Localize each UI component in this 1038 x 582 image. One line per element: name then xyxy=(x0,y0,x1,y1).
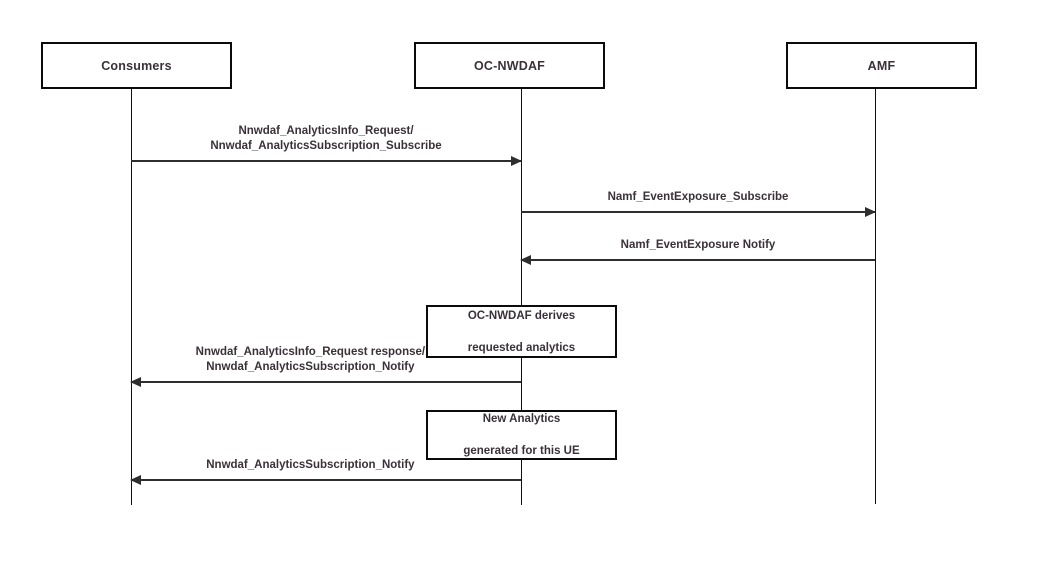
message-label: Namf_EventExposure Notify xyxy=(621,238,776,253)
message-label: Nnwdaf_AnalyticsSubscription_Notify xyxy=(206,458,414,473)
participant-amf-label: AMF xyxy=(867,58,896,73)
lifeline-consumers xyxy=(131,89,132,505)
participant-consumers[interactable]: Consumers xyxy=(41,42,232,89)
note-label-line2: requested analytics xyxy=(467,341,576,354)
note-label: OC-NWDAF derives requested analytics xyxy=(468,292,575,372)
message-label-line2: Nnwdaf_AnalyticsSubscription_Notify xyxy=(206,361,415,373)
message-line xyxy=(131,479,521,481)
arrowhead-left-icon xyxy=(130,475,141,485)
note-new-analytics-generated: New Analytics generated for this UE xyxy=(426,410,617,460)
message-label-line1: Nnwdaf_AnalyticsSubscription_Notify xyxy=(206,459,415,471)
arrowhead-left-icon xyxy=(130,377,141,387)
note-label-line2: generated for this UE xyxy=(463,445,580,457)
note-label-line1: OC-NWDAF derives xyxy=(467,309,576,322)
note-label: New Analytics generated for this UE xyxy=(463,395,579,475)
participant-amf[interactable]: AMF xyxy=(786,42,977,89)
arrowhead-right-icon xyxy=(511,156,522,166)
message-line xyxy=(521,211,875,213)
message-label: Namf_EventExposure_Subscribe xyxy=(608,190,789,205)
message-label-line2: Nnwdaf_AnalyticsSubscription_Subscribe xyxy=(210,140,442,152)
message-label: Nnwdaf_AnalyticsInfo_Request response/ N… xyxy=(196,345,425,375)
message-label-line1: Namf_EventExposure_Subscribe xyxy=(607,191,789,203)
participant-oc-nwdaf[interactable]: OC-NWDAF xyxy=(414,42,605,89)
message-line xyxy=(131,381,521,383)
lifeline-oc-nwdaf xyxy=(521,89,522,505)
arrowhead-left-icon xyxy=(520,255,531,265)
message-line xyxy=(131,160,521,162)
message-label-line1: Nnwdaf_AnalyticsInfo_Request/ xyxy=(238,125,414,137)
message-line xyxy=(521,259,875,261)
note-oc-nwdaf-derives-analytics: OC-NWDAF derives requested analytics xyxy=(426,305,617,358)
participant-consumers-label: Consumers xyxy=(101,58,172,73)
message-label-line1: Nnwdaf_AnalyticsInfo_Request response/ xyxy=(195,346,426,358)
message-label: Nnwdaf_AnalyticsInfo_Request/ Nnwdaf_Ana… xyxy=(210,124,441,154)
note-label-line1: New Analytics xyxy=(482,413,561,425)
arrowhead-right-icon xyxy=(865,207,876,217)
lifeline-amf xyxy=(875,89,876,504)
participant-oc-nwdaf-label: OC-NWDAF xyxy=(473,58,546,73)
message-label-line1: Namf_EventExposure Notify xyxy=(620,239,776,251)
